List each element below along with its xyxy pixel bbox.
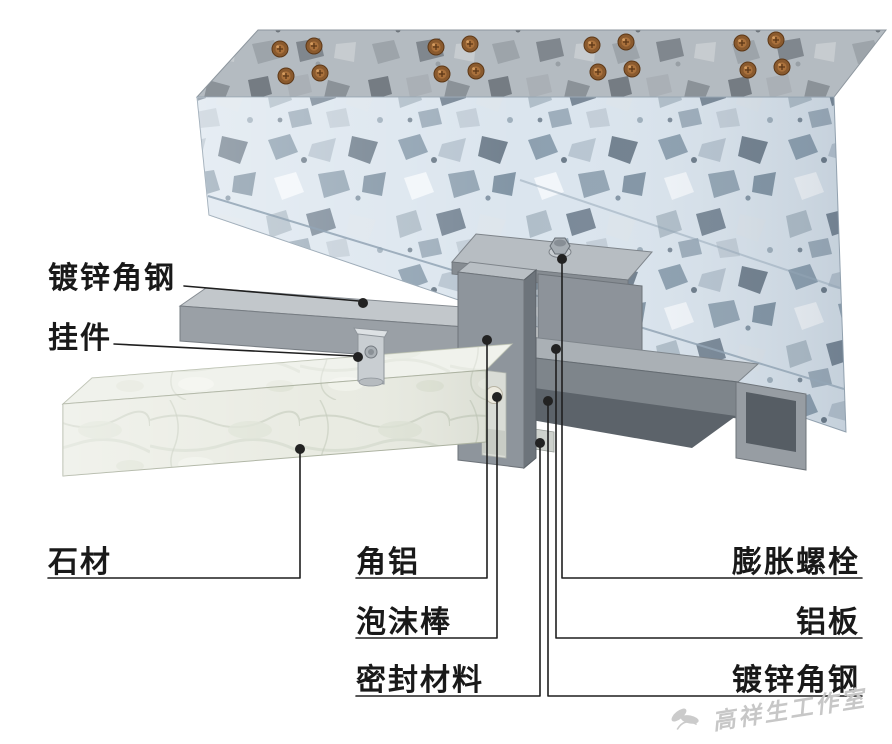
leader-dot-galvanized-angle-steel-bottom <box>543 396 553 406</box>
right-channel-inner-shadow <box>746 392 796 452</box>
leader-angle-aluminum <box>355 342 488 579</box>
hanger-body <box>357 333 385 385</box>
leader-hanger <box>113 343 355 357</box>
sealing-material <box>482 428 506 456</box>
leader-dot-expansion-bolt <box>557 254 567 264</box>
label-expansion-bolt: 膨胀螺栓 <box>732 545 860 580</box>
label-hanger: 挂件 <box>48 321 112 356</box>
label-stone: 石材 <box>47 545 112 580</box>
angle-aluminum <box>456 261 538 470</box>
hanger-foot <box>358 377 384 387</box>
panel-joint <box>481 369 507 459</box>
label-galvanized-angle-steel-bottom: 镀锌角钢 <box>732 663 860 698</box>
leader-lines <box>47 254 863 697</box>
leader-galvanized-angle-steel-top <box>183 285 360 302</box>
labels: 镀锌角钢 挂件 石材 角铝 泡沫棒 密封材料 膨胀螺栓 铝板 镀锌角钢 <box>47 261 860 698</box>
leader-dot-sealing-material <box>535 438 545 448</box>
leader-stone <box>47 451 301 579</box>
leader-expansion-bolt <box>561 261 863 579</box>
stone-panel <box>61 343 514 477</box>
label-aluminum-plate: 铝板 <box>796 605 860 640</box>
leader-foam-rod <box>355 399 498 639</box>
leader-dot-stone <box>295 444 305 454</box>
leader-aluminum-plate <box>555 351 863 639</box>
angle-aluminum-side-face <box>523 268 537 470</box>
stone-front-face-shading <box>63 370 486 476</box>
leader-galvanized-angle-steel-bottom <box>547 403 863 697</box>
stone-hanger <box>353 327 389 387</box>
concrete-panel-seam-upper <box>519 179 841 289</box>
stone-top-face-highlight <box>63 344 512 404</box>
leader-dot-angle-aluminum <box>482 335 492 345</box>
leader-sealing-material <box>355 445 541 697</box>
label-foam-rod: 泡沫棒 <box>356 605 452 640</box>
leader-dot-hanger <box>353 352 363 362</box>
label-galvanized-angle-steel-top: 镀锌角钢 <box>48 261 176 296</box>
angle-steel-underside <box>520 386 736 448</box>
label-angle-aluminum: 角铝 <box>356 545 420 580</box>
watermark-logo-icon <box>671 708 699 730</box>
label-sealing-material: 密封材料 <box>356 663 484 698</box>
hanger-bolt-center <box>368 349 374 355</box>
leader-dot-foam-rod <box>492 392 502 402</box>
expansion-bolt <box>548 237 572 258</box>
leader-dot-galvanized-angle-steel-top <box>358 298 368 308</box>
leader-dot-aluminum-plate <box>551 344 561 354</box>
